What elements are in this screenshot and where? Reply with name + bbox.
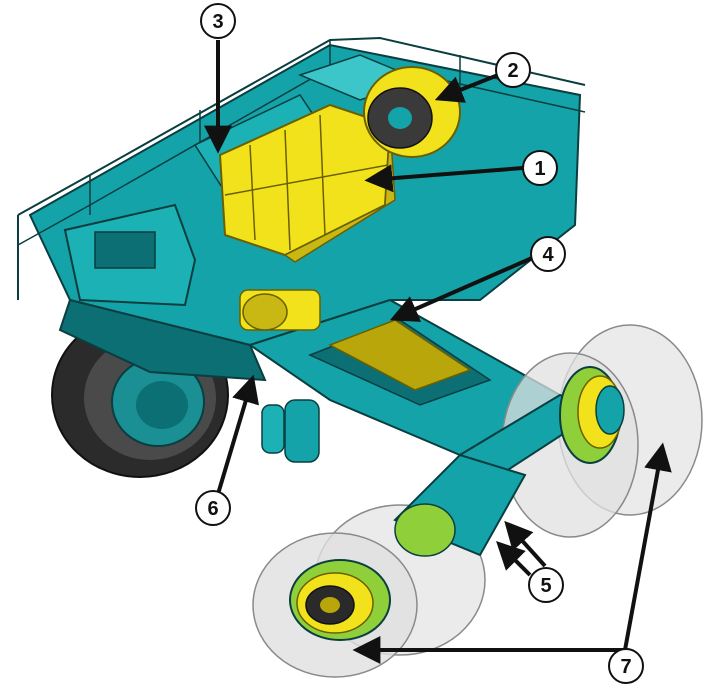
svg-text:1: 1	[534, 158, 545, 180]
rear-left-wheel-motor	[289, 453, 527, 641]
arrow-7b	[623, 442, 672, 651]
callout-5: 5	[528, 567, 564, 603]
arrow-5b	[496, 541, 532, 577]
callout-2: 2	[495, 52, 531, 88]
arrow-6	[216, 374, 260, 495]
arrow-2	[434, 73, 499, 103]
yellow-alternator-block	[218, 103, 396, 263]
hydraulic-tanks	[261, 399, 320, 463]
svg-text:6: 6	[207, 498, 218, 520]
svg-text:5: 5	[540, 575, 551, 597]
yellow-driveshaft	[239, 289, 321, 331]
arrow-1	[364, 164, 524, 193]
svg-text:4: 4	[542, 244, 554, 266]
svg-text:7: 7	[620, 656, 631, 678]
callout-1: 1	[522, 150, 558, 186]
callout-4: 4	[530, 236, 566, 272]
callout-arrows	[204, 40, 672, 664]
arrow-5a	[504, 520, 547, 568]
callout-6: 6	[195, 490, 231, 526]
yellow-cooling-fan	[363, 66, 461, 158]
callout-3: 3	[200, 3, 236, 39]
rear-right-wheel-motor	[457, 366, 625, 477]
svg-text:2: 2	[507, 60, 518, 82]
svg-text:3: 3	[212, 11, 223, 33]
callout-7: 7	[608, 648, 644, 684]
arrow-4	[389, 256, 533, 322]
